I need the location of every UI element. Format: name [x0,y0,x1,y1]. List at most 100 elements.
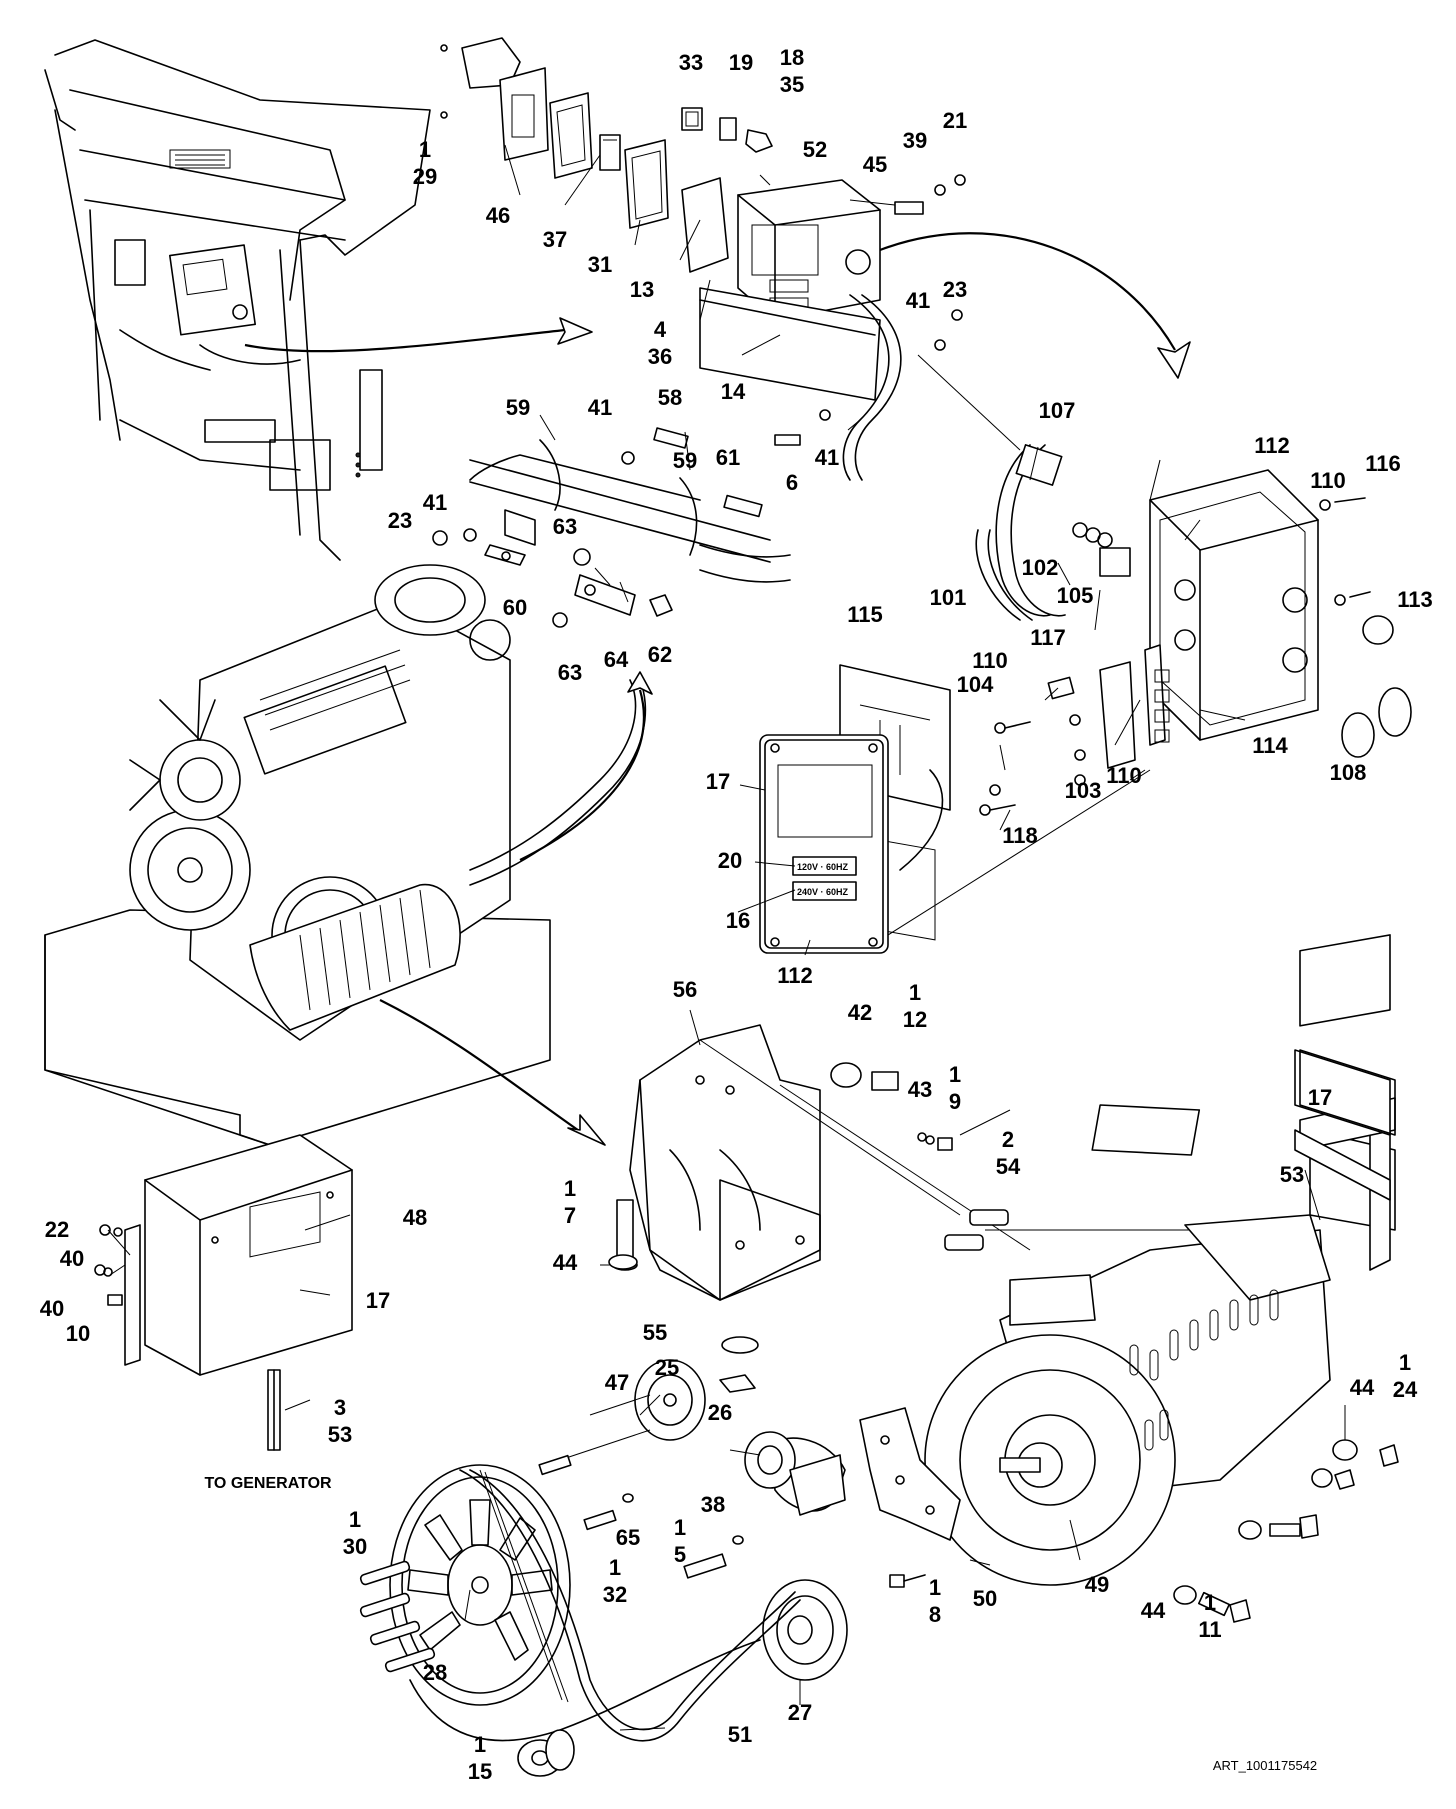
callout: 17 [1308,1085,1332,1110]
callout: 10 [66,1321,90,1346]
callout: 107 [1039,398,1076,423]
callout: 41 [423,490,447,515]
callout: 63 [558,660,582,685]
callout: 36 [648,344,672,369]
callout: 18 [780,45,804,70]
callout: 44 [1350,1375,1375,1400]
callout: 63 [553,514,577,539]
callout: 5 [674,1542,686,1567]
callout: 112 [1254,433,1290,458]
callout: 61 [716,445,740,470]
generator-mount-assembly [359,934,1399,1777]
callout: 41 [815,445,839,470]
callout: 60 [503,595,527,620]
callout: 53 [328,1422,352,1447]
callout: 49 [1085,1572,1109,1597]
callout: 104 [957,672,994,697]
callout: 56 [673,977,697,1002]
callout: 108 [1330,760,1367,785]
callout: 23 [943,277,967,302]
callout: 47 [605,1370,629,1395]
callout: 1 [474,1732,486,1757]
callout: 105 [1057,583,1094,608]
callout: 40 [40,1296,64,1321]
callout: 25 [655,1355,679,1380]
callout: 30 [343,1534,367,1559]
generator-control-box [94,1134,353,1451]
callout: 19 [729,50,753,75]
callout: 8 [929,1602,941,1627]
callout: 58 [658,385,682,410]
callout: 35 [780,72,804,97]
callout: 110 [1106,763,1142,788]
frame-detail-view [44,39,593,561]
callout: 21 [943,108,967,133]
callout: 115 [847,602,883,627]
callout: 50 [973,1586,997,1611]
callout: 55 [643,1320,667,1345]
callout: 33 [679,50,703,75]
to-generator-note: TO GENERATOR [204,1475,332,1492]
hose-clamp-assembly [432,427,791,628]
callout: 64 [604,647,629,672]
callout: 28 [423,1660,447,1685]
callout: 6 [786,470,798,495]
engine-assembly [44,564,653,1146]
callout: 16 [726,908,750,933]
callout: 14 [721,379,746,404]
callout: 12 [903,1007,927,1032]
callout: 17 [366,1288,390,1313]
callout: 29 [413,164,437,189]
callout: 59 [506,395,530,420]
placard-240v-label: 240V · 60HZ [797,887,849,897]
callout: 1 [564,1176,576,1201]
callout: 1 [909,980,921,1005]
callout: 32 [603,1582,627,1607]
callout: 114 [1252,733,1288,758]
callout: 1 [609,1555,621,1580]
callout: 20 [718,848,742,873]
callout: 41 [906,288,930,313]
callout: 48 [403,1205,427,1230]
callout: 118 [1002,823,1038,848]
callout: 23 [388,508,412,533]
callout: 117 [1030,625,1066,650]
callout: 26 [708,1400,732,1425]
control-box-assembly [440,37,1191,481]
callout: 39 [903,128,927,153]
callout: 2 [1002,1127,1014,1152]
callout: 1 [419,137,431,162]
callout: 9 [949,1089,961,1114]
callout: 44 [1141,1598,1166,1623]
callout: 4 [654,317,667,342]
callout: 1 [1399,1350,1411,1375]
callout: 62 [648,642,672,667]
callout: 31 [588,252,612,277]
callout: 41 [588,395,612,420]
callout: 42 [848,1000,872,1025]
callout: 3 [334,1395,346,1420]
callout: 103 [1065,778,1102,803]
callout: 11 [1198,1617,1221,1642]
callout: 1 [949,1062,961,1087]
callout: 24 [1393,1377,1418,1402]
callout: 101 [930,585,967,610]
callout: 1 [1204,1590,1216,1615]
callout: 22 [45,1217,69,1242]
callout: 51 [728,1722,752,1747]
callout: 40 [60,1246,84,1271]
callout: 65 [616,1525,640,1550]
figure-id: ART_1001175542 [1213,1758,1317,1773]
callout: 7 [564,1203,576,1228]
callout: 112 [777,963,813,988]
callout: 113 [1397,587,1433,612]
callout: 44 [553,1250,578,1275]
callout: 110 [972,648,1008,673]
callout: 116 [1365,451,1401,476]
callout: 102 [1022,555,1059,580]
callout: 110 [1310,468,1346,493]
callout: 27 [788,1700,812,1725]
callout: 43 [908,1077,932,1102]
callout: 45 [863,152,887,177]
